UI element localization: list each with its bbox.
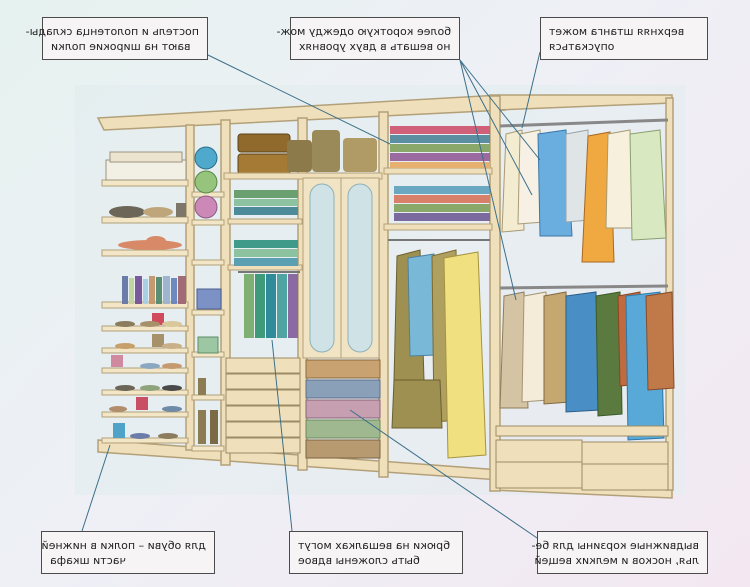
callout-text-line: выдвижные корзины для бе- [546,538,699,553]
bottom-right-drawers [496,426,668,490]
callout-text-line: верхняя штанга может [549,24,699,39]
callout-bedding-shelves: постель и полотенца склады- вают на широ… [42,17,208,60]
callout-text-line: быть сложены вдвое [298,553,454,568]
callout-text-line: для обуви – полки в нижней [50,538,206,553]
mirror-doors [303,178,379,358]
callout-text-line: но вешать в двух уровнях [299,39,451,54]
coat-compartment [388,240,490,458]
callout-text-line: вают на широкие полки [51,39,199,54]
callout-text-line: лья, носков и мелких вещей [546,553,699,568]
callout-text-line: постель и полотенца склады- [51,24,199,39]
callout-lowering-rod: верхняя штанга может опускаться [540,17,708,60]
callout-text-line: опускаться [549,39,699,54]
callout-text-line: брюки на вешалках могут [298,538,454,553]
callout-text-line: более короткую одежду мож- [299,24,451,39]
callout-text-line: части шкафа [50,553,206,568]
callout-shoe-shelves: для обуви – полки в нижней части шкафа [41,531,215,574]
callout-two-level-hanging: более короткую одежду мож- но вешать в д… [290,17,460,60]
pull-out-baskets [306,360,380,458]
callout-trouser-hangers: брюки на вешалках могут быть сложены вдв… [289,531,463,574]
hanging-trousers [238,272,300,338]
drawers [226,358,300,453]
callout-pull-out-baskets: выдвижные корзины для бе- лья, носков и … [537,531,708,574]
rolled-towels [195,147,217,218]
